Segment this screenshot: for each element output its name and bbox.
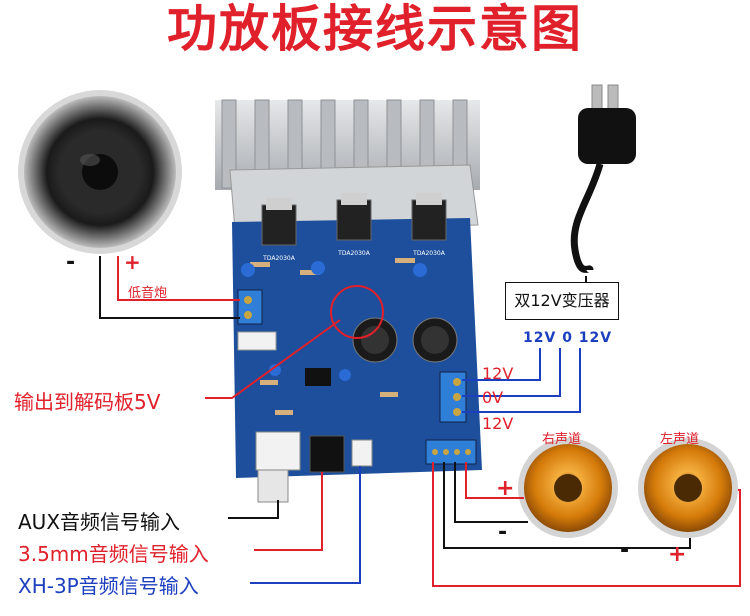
subwoofer-label: 低音炮: [128, 282, 167, 301]
power-pin-bottom: 12V: [482, 414, 513, 433]
amplifier-pcb: TDA2030A TDA2030A TDA2030A: [232, 193, 482, 502]
left-speaker: [638, 438, 738, 538]
subwoofer-minus-label: -: [66, 250, 75, 275]
right-channel-label: 右声道: [542, 428, 581, 447]
subwoofer-plus-label: +: [124, 250, 141, 274]
chip1-label: TDA2030A: [262, 255, 296, 262]
right-speaker-plus: +: [496, 476, 514, 501]
aux-input-label: AUX音频信号输入: [18, 506, 180, 535]
chip2-label: TDA2030A: [337, 250, 371, 257]
left-channel-label: 左声道: [660, 428, 699, 447]
left-speaker-minus: -: [620, 538, 629, 563]
mm35-input-label: 3.5mm音频信号输入: [18, 538, 209, 567]
transformer-pins: 12V 0 12V: [523, 330, 612, 346]
right-speaker-minus: -: [498, 520, 507, 545]
power-plug: [574, 85, 636, 270]
transformer-box: 双12V变压器: [505, 282, 619, 320]
chip3-label: TDA2030A: [412, 250, 446, 257]
output-5v-label: 输出到解码板5V: [14, 386, 160, 415]
power-pin-top: 12V: [482, 364, 513, 383]
xh3p-input-label: XH-3P音频信号输入: [18, 570, 199, 599]
right-speaker: [518, 438, 618, 538]
left-speaker-plus: +: [668, 542, 686, 567]
subwoofer-speaker: [18, 90, 182, 254]
power-pin-mid: 0V: [482, 388, 503, 407]
